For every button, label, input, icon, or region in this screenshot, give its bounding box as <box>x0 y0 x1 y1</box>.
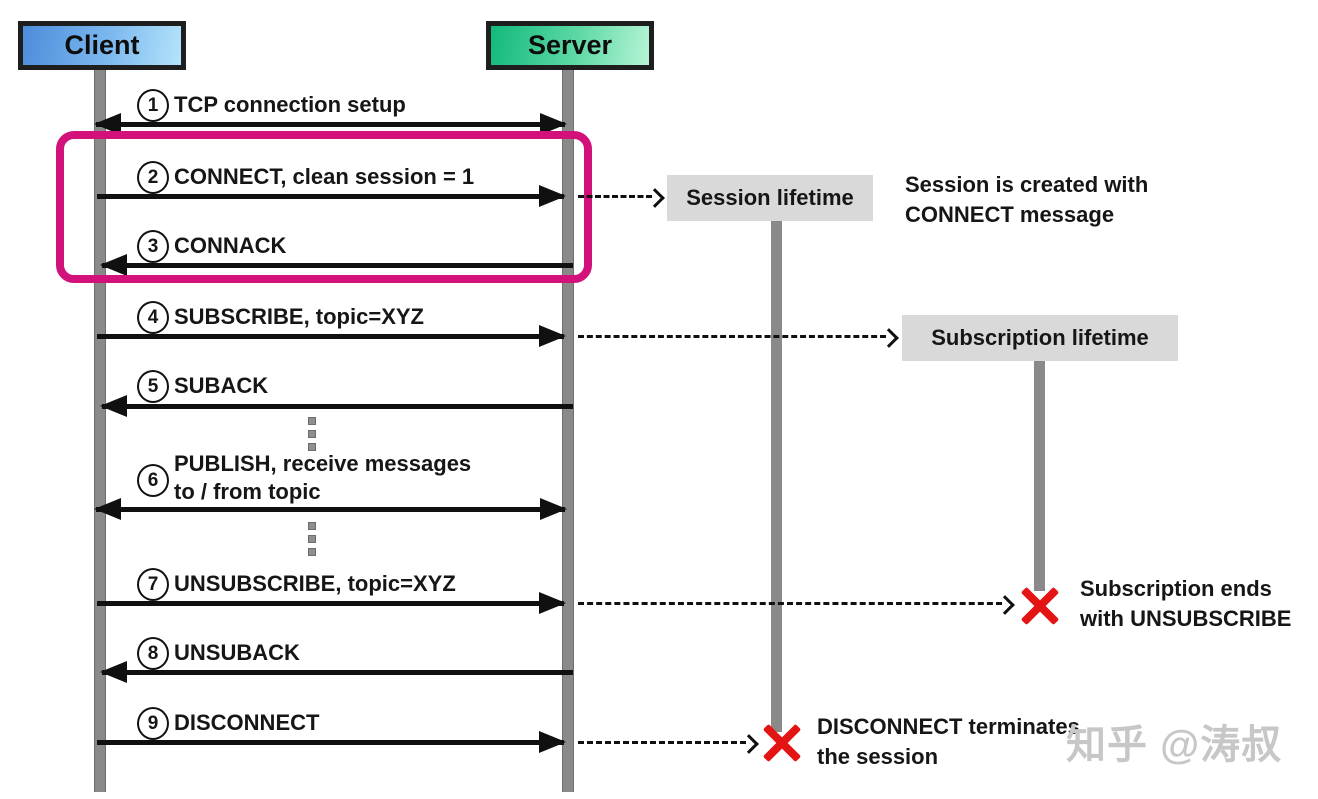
dashed-connector-disconnect <box>578 734 759 754</box>
message-label: TCP connection setup <box>174 92 406 117</box>
annotation-line: Session is created with <box>905 172 1149 197</box>
client-lifeline <box>94 69 106 792</box>
annotation-line: CONNECT message <box>905 202 1115 227</box>
ellipsis-dot <box>308 417 316 425</box>
arrow-line <box>97 334 564 339</box>
arrow-line <box>96 507 565 512</box>
actor-client-box: Client <box>18 21 186 70</box>
annotation-line: DISCONNECT terminates <box>817 714 1080 739</box>
subscription-lifetime-bar <box>1034 361 1045 591</box>
message-arrow-bidirectional <box>94 113 567 135</box>
arrow-line <box>97 601 564 606</box>
annotation-line: with UNSUBSCRIBE <box>1080 606 1292 631</box>
message-number-badge: 9 <box>137 707 169 740</box>
session-end-x-icon <box>762 723 802 763</box>
message-label: CONNECT, clean session = 1 <box>174 164 475 189</box>
message-arrow-bidirectional <box>94 498 567 520</box>
arrowhead-right-icon <box>539 185 566 207</box>
message-number-badge: 3 <box>137 230 169 263</box>
arrowhead-right-icon <box>540 498 567 520</box>
message-label: UNSUBSCRIBE, topic=XYZ <box>174 571 456 596</box>
actor-server-box: Server <box>486 21 654 70</box>
dashed-arrowhead-icon <box>645 188 665 208</box>
connect-highlight-box <box>56 131 592 283</box>
ellipsis-dot <box>308 430 316 438</box>
message-arrow-right <box>96 185 566 207</box>
dashed-line <box>578 602 1002 605</box>
message-label: UNSUBACK <box>174 640 300 665</box>
ellipsis-dot <box>308 535 316 543</box>
message-label: CONNACK <box>174 233 287 258</box>
message-arrow-left <box>100 661 574 683</box>
message-arrow-left <box>100 395 574 417</box>
annotation-subscription-ends: Subscription ends with UNSUBSCRIBE <box>1080 574 1291 634</box>
message-number-badge: 7 <box>137 568 169 601</box>
message-arrow-right <box>96 731 566 753</box>
arrowhead-right-icon <box>539 325 566 347</box>
message-number-badge: 6 <box>137 464 169 497</box>
continuation-ellipsis <box>308 417 316 451</box>
dashed-connector-session <box>578 188 665 208</box>
message-arrow-right <box>96 592 566 614</box>
session-lifetime-label: Session lifetime <box>667 175 873 221</box>
message-number-badge: 5 <box>137 370 169 403</box>
dashed-arrowhead-icon <box>879 328 899 348</box>
arrow-line <box>102 263 573 268</box>
annotation-line: the session <box>817 744 939 769</box>
subscription-lifetime-label: Subscription lifetime <box>902 315 1178 361</box>
arrow-line <box>96 122 565 127</box>
annotation-session-created: Session is created with CONNECT message <box>905 170 1148 230</box>
message-number-badge: 2 <box>137 161 169 194</box>
dashed-line <box>578 741 746 744</box>
arrow-line <box>97 194 564 199</box>
dashed-arrowhead-icon <box>739 734 759 754</box>
continuation-ellipsis <box>308 522 316 556</box>
dashed-line <box>578 195 652 198</box>
session-lifetime-bar <box>771 221 782 732</box>
message-label-line2: to / from topic <box>174 479 321 504</box>
annotation-disconnect-terminates: DISCONNECT terminates the session <box>817 712 1080 772</box>
dashed-line <box>578 335 886 338</box>
arrow-line <box>102 404 573 409</box>
watermark-text: 知乎 @涛叔 <box>1066 723 1283 767</box>
ellipsis-dot <box>308 522 316 530</box>
message-label: DISCONNECT <box>174 710 320 735</box>
message-label: PUBLISH, receive messages <box>174 451 472 476</box>
dashed-connector-subscription <box>578 328 899 348</box>
message-arrow-right <box>96 325 566 347</box>
dashed-arrowhead-icon <box>995 595 1015 615</box>
arrowhead-right-icon <box>539 731 566 753</box>
message-arrow-left <box>100 254 574 276</box>
message-label: SUBACK <box>174 373 269 398</box>
message-label: SUBSCRIBE, topic=XYZ <box>174 304 424 329</box>
arrowhead-right-icon <box>540 113 567 135</box>
message-number-badge: 1 <box>137 89 169 122</box>
message-number-badge: 4 <box>137 301 169 334</box>
annotation-line: Subscription ends <box>1080 576 1272 601</box>
ellipsis-dot <box>308 548 316 556</box>
dashed-connector-unsubscribe <box>578 595 1015 615</box>
arrow-line <box>102 670 573 675</box>
arrow-line <box>97 740 564 745</box>
subscription-end-x-icon <box>1020 586 1060 626</box>
message-number-badge: 8 <box>137 637 169 670</box>
ellipsis-dot <box>308 443 316 451</box>
arrowhead-right-icon <box>539 592 566 614</box>
